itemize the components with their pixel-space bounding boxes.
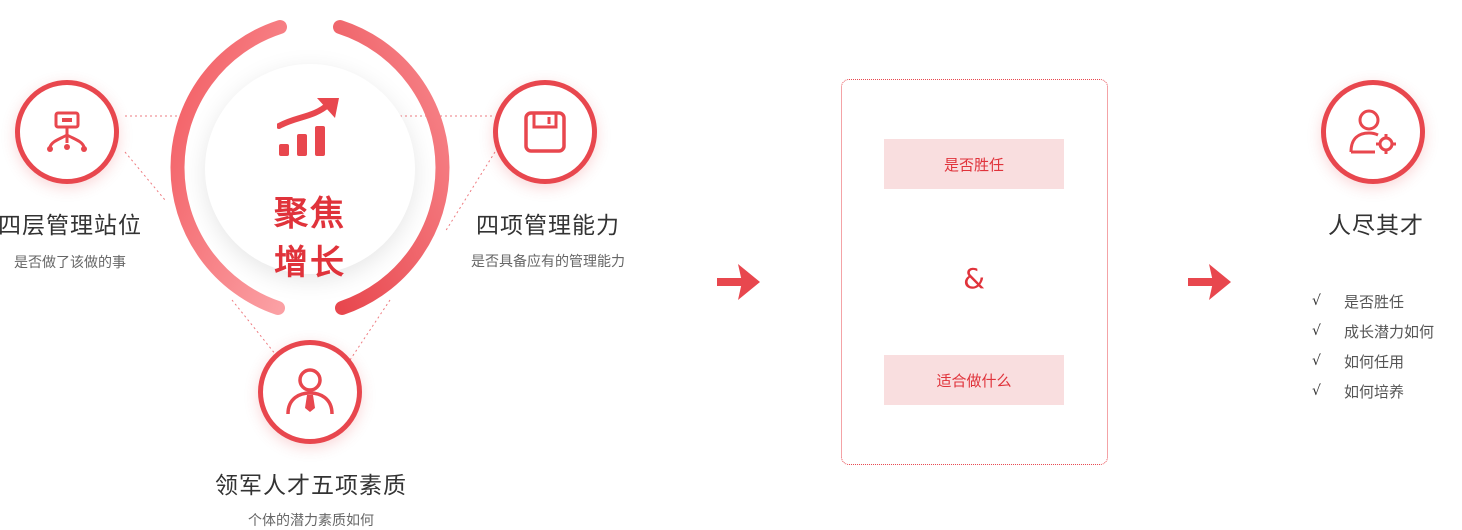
evaluation-item-competence: 是否胜任 (884, 139, 1064, 189)
right-node-subtitle: 是否具备应有的管理能力 (471, 254, 625, 270)
core-circle: 聚焦增长 (205, 64, 415, 283)
ring-arc-right (333, 20, 450, 315)
list-item: √ 是否胜任 (1312, 286, 1434, 316)
outcome-text: 成长潜力如何 (1344, 322, 1435, 341)
outcome-text: 如何培养 (1344, 382, 1405, 401)
bottom-node-subtitle: 个体的潜力素质如何 (248, 513, 374, 529)
ring-arc-left (170, 20, 287, 315)
list-item: √ 如何任用 (1312, 346, 1434, 376)
outcome-list: √ 是否胜任 √ 成长潜力如何 √ 如何任用 √ 如何培养 (1312, 286, 1434, 406)
org-node (15, 80, 119, 184)
user-gear-icon (1349, 109, 1396, 154)
check-icon: √ (1312, 293, 1321, 309)
outcome-text: 如何任用 (1344, 352, 1405, 371)
growth-chart-icon (277, 98, 339, 156)
capability-node (493, 80, 597, 184)
list-item: √ 如何培养 (1312, 376, 1434, 406)
check-icon: √ (1312, 353, 1321, 369)
result-node (1321, 80, 1425, 184)
talent-node (258, 340, 362, 444)
evaluation-box (841, 79, 1108, 465)
left-node-title: 四层管理站位 (0, 213, 142, 239)
list-item: √ 成长潜力如何 (1312, 316, 1434, 346)
arrow-right-1 (717, 264, 760, 300)
arrow-right-2 (1188, 264, 1231, 300)
evaluation-item-fit: 适合做什么 (884, 355, 1064, 405)
check-icon: √ (1312, 323, 1321, 339)
result-title: 人尽其才 (1328, 213, 1424, 239)
bottom-node-title: 领军人才五项素质 (215, 473, 407, 499)
core-label: 聚焦增长 (274, 194, 346, 283)
save-disk-icon (524, 111, 566, 153)
right-node-title: 四项管理能力 (476, 213, 620, 239)
person-tie-icon (286, 368, 334, 415)
check-icon: √ (1312, 383, 1321, 399)
evaluation-connector: & (963, 262, 985, 295)
left-node-subtitle: 是否做了该做的事 (14, 255, 126, 271)
outcome-text: 是否胜任 (1344, 292, 1405, 311)
org-chart-icon (47, 111, 87, 152)
